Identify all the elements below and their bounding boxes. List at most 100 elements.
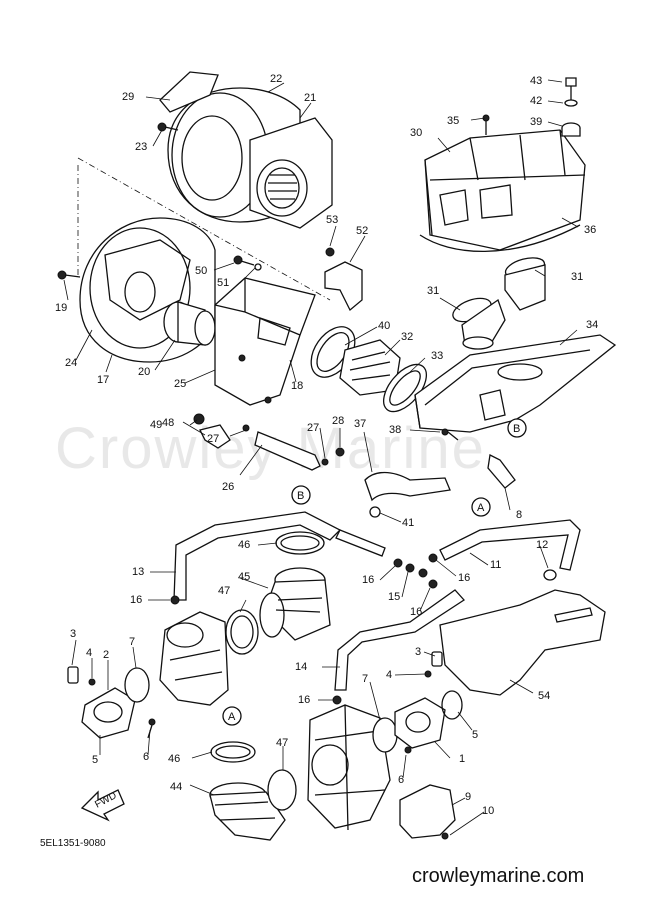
callout-3-left: 3 <box>70 628 76 640</box>
clamp-47-lower <box>267 769 297 811</box>
callout-6-left: 6 <box>143 751 149 763</box>
callout-49: 49 <box>150 419 162 431</box>
clamp-7-right <box>372 717 398 753</box>
hose-14 <box>334 589 465 691</box>
callout-48: 48 <box>162 417 174 429</box>
bracket-48-49 <box>193 413 231 449</box>
callout-20: 20 <box>138 366 150 378</box>
callout-3-right: 3 <box>415 646 421 658</box>
callout-16-e: 16 <box>298 694 310 706</box>
callout-42: 42 <box>530 95 542 107</box>
callout-47-upper: 47 <box>218 585 230 597</box>
callout-24: 24 <box>65 357 77 369</box>
joint-31-left <box>452 297 506 350</box>
hose-8 <box>487 454 516 489</box>
callout-47-lower: 47 <box>276 737 288 749</box>
cover-30 <box>419 129 586 253</box>
clamp-46-upper <box>275 531 325 555</box>
callout-38: 38 <box>389 424 401 436</box>
hose-11 <box>439 519 581 581</box>
callout-16-c: 16 <box>458 572 470 584</box>
callout-19: 19 <box>55 302 67 314</box>
plate-54 <box>439 589 606 696</box>
fwd-arrow-icon: FWD <box>80 789 125 822</box>
ref-a-upper: A <box>477 502 485 514</box>
clamp-47-upper <box>225 609 259 655</box>
clamp-7-left <box>124 667 150 703</box>
callout-2: 2 <box>103 649 109 661</box>
callout-16-b: 16 <box>362 574 374 586</box>
carburetor-left <box>159 611 229 706</box>
callout-51: 51 <box>217 277 229 289</box>
screw-50-51 <box>233 255 262 271</box>
callout-40: 40 <box>378 320 390 332</box>
callout-21: 21 <box>304 92 316 104</box>
hose-26-27-28 <box>242 424 345 471</box>
callout-37: 37 <box>354 418 366 430</box>
screw-23 <box>157 122 179 132</box>
callout-43: 43 <box>530 75 542 87</box>
bracket-52-53 <box>324 247 363 312</box>
assembly-line <box>77 157 331 301</box>
pipe-upper <box>335 529 386 557</box>
bolt-43-42-39 <box>561 77 581 137</box>
joint-31-right <box>504 257 546 311</box>
screw-4-6-left <box>88 678 156 739</box>
gasket-33 <box>382 363 428 413</box>
callout-25: 25 <box>174 378 186 390</box>
callout-29: 29 <box>122 91 134 103</box>
callout-4-right: 4 <box>386 669 392 681</box>
cover-9-10 <box>399 784 456 840</box>
cover-strip-29 <box>159 71 219 113</box>
cap-3-left <box>67 666 79 684</box>
callout-28: 28 <box>332 415 344 427</box>
callout-27-a: 27 <box>307 422 319 434</box>
callout-labels: 1 2 3 3 4 4 5 5 6 6 7 7 8 9 10 11 12 13 … <box>55 73 598 817</box>
callout-23: 23 <box>135 141 147 153</box>
callout-34: 34 <box>586 319 598 331</box>
joint-44 <box>209 782 286 841</box>
callout-10: 10 <box>482 805 494 817</box>
callout-33: 33 <box>431 350 443 362</box>
callout-13: 13 <box>132 566 144 578</box>
callout-15: 15 <box>388 591 400 603</box>
callout-53: 53 <box>326 214 338 226</box>
hose-13 <box>173 511 342 601</box>
callout-11: 11 <box>490 559 501 571</box>
reference-markers: B B A A <box>222 418 527 726</box>
joint-20 <box>163 301 216 346</box>
oring-5-right <box>441 690 463 720</box>
callout-12: 12 <box>536 539 548 551</box>
callout-4-left: 4 <box>86 647 92 659</box>
callout-52: 52 <box>356 225 368 237</box>
callout-9: 9 <box>465 791 471 803</box>
hose-37-41 <box>364 471 451 518</box>
clamp-46-lower <box>210 741 256 763</box>
callout-45: 45 <box>238 571 250 583</box>
callout-30: 30 <box>410 127 422 139</box>
joint-45 <box>259 567 331 641</box>
callout-36: 36 <box>584 224 596 236</box>
element-case-18-25 <box>214 277 316 406</box>
callout-5-left: 5 <box>92 754 98 766</box>
carb-joint-2 <box>81 687 136 739</box>
callout-7-right: 7 <box>362 673 368 685</box>
callout-26: 26 <box>222 481 234 493</box>
screw-38 <box>441 428 459 441</box>
callout-7-left: 7 <box>129 636 135 648</box>
callout-27-b: 27 <box>207 433 219 445</box>
callout-22: 22 <box>270 73 282 85</box>
callout-46-upper: 46 <box>238 539 250 551</box>
screw-6-right <box>404 746 412 754</box>
callout-35: 35 <box>447 115 459 127</box>
website-label: crowleymarine.com <box>412 865 584 887</box>
callout-32: 32 <box>401 331 413 343</box>
callout-16-a: 16 <box>130 594 142 606</box>
leader-lines <box>63 79 579 836</box>
callout-44: 44 <box>170 781 182 793</box>
carburetor-right <box>307 704 391 831</box>
callout-50: 50 <box>195 265 207 277</box>
callout-14: 14 <box>295 661 307 673</box>
carb-joint-1 <box>394 697 446 749</box>
